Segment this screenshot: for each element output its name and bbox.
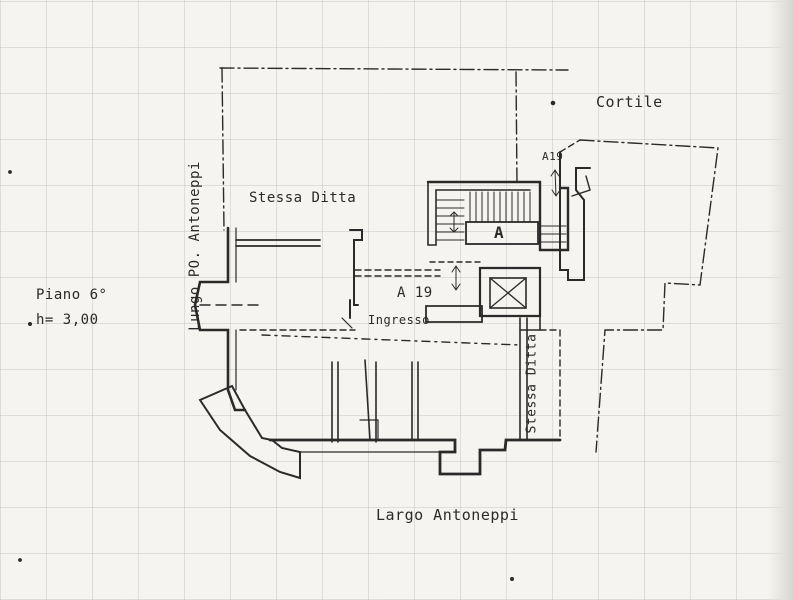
property-boundary-line xyxy=(219,67,569,71)
boundary-courtyard xyxy=(515,71,518,186)
stessa-ditta-right-label: Stessa Ditta xyxy=(524,333,540,434)
southwest-corner xyxy=(198,384,301,480)
stair-treads xyxy=(435,191,567,243)
floor-label: Piano 6° xyxy=(36,287,108,303)
stair-label-box xyxy=(465,221,539,245)
ceiling-height-label: h= 3,00 xyxy=(36,312,99,328)
largo-antoneppi-label: Largo Antoneppi xyxy=(376,506,519,524)
east-column xyxy=(559,151,591,281)
stair-block-outline xyxy=(426,180,570,252)
lungo-antoneppi-label: Lungo PO. Antoneppi xyxy=(186,161,203,331)
boundary-right-upper xyxy=(579,139,719,453)
stair-letter-label: A xyxy=(494,223,505,242)
east-wall xyxy=(519,317,528,441)
boundary-left xyxy=(221,67,225,231)
unit-label: A 19 xyxy=(397,285,433,301)
top-room-wall xyxy=(235,239,321,247)
south-facade xyxy=(268,438,562,476)
west-wall xyxy=(193,226,247,412)
paper-edge xyxy=(769,0,793,600)
stessa-ditta-top-label: Stessa Ditta xyxy=(249,190,357,206)
unit-small-label: A19 xyxy=(542,150,564,163)
cortile-label: Cortile xyxy=(596,93,663,111)
entrance-label: Ingresso xyxy=(368,313,430,327)
